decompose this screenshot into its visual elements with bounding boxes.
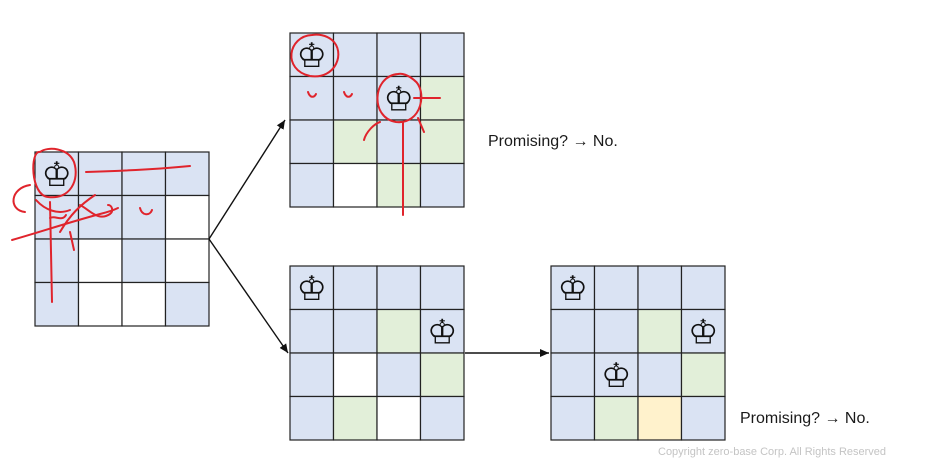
- board-cell-branch-b-next-r1c0: [550, 308, 596, 354]
- board-cell-branch-a-r0c2: [376, 32, 422, 78]
- chess-king-icon: ♔: [297, 269, 327, 309]
- board-cell-branch-b-r3c0: [289, 395, 335, 441]
- chess-king-icon: ♔: [688, 312, 718, 352]
- board-branch-b: ♔♔: [289, 265, 465, 441]
- board-cell-branch-b-r0c2: [376, 265, 422, 311]
- board-cell-branch-a-r0c3: [419, 32, 465, 78]
- board-cell-branch-b-r1c3: [419, 308, 465, 354]
- board-cell-branch-a-r2c1: [332, 119, 378, 165]
- chess-king-icon: ♔: [42, 155, 72, 195]
- board-cell-branch-b-next-r0c1: [593, 265, 639, 311]
- board-cell-branch-b-next-r2c0: [550, 352, 596, 398]
- board-cell-branch-b-next-r3c2: [637, 395, 683, 441]
- promising-label-branch-b-next: Promising? → No.: [740, 410, 870, 427]
- board-cell-initial-r2c3: [164, 238, 210, 284]
- board-cell-branch-b-next-r0c2: [637, 265, 683, 311]
- board-cell-branch-b-next-r0c3: [680, 265, 726, 311]
- board-cell-branch-b-next-r2c2: [637, 352, 683, 398]
- board-cell-branch-a-r3c0: [289, 162, 335, 208]
- arrow-to-branch-b: [208, 238, 289, 354]
- handwritten-annotations-branch-a: [290, 33, 441, 216]
- board-cell-branch-b-r2c0: [289, 352, 335, 398]
- board-cell-initial-r2c1: [77, 238, 123, 284]
- board-cell-branch-b-r1c2: [376, 308, 422, 354]
- board-cell-branch-a-r3c3: [419, 162, 465, 208]
- promising-label-branch-a: Promising? → No.: [488, 133, 618, 150]
- copyright-notice: Copyright zero-base Corp. All Rights Res…: [658, 446, 887, 458]
- board-cell-branch-a-r2c3: [419, 119, 465, 165]
- board-cell-initial-r0c3: [164, 151, 210, 197]
- board-cell-initial-r3c1: [77, 281, 123, 327]
- board-branch-a: ♔♔: [289, 32, 465, 208]
- board-cell-initial-r2c2: [121, 238, 167, 284]
- board-cell-branch-a-r3c2: [376, 162, 422, 208]
- board-cell-branch-a-r1c0: [289, 75, 335, 121]
- chess-king-icon: ♔: [384, 79, 414, 119]
- board-cell-branch-b-r0c1: [332, 265, 378, 311]
- board-cell-branch-b-next-r3c3: [680, 395, 726, 441]
- chess-king-icon: ♔: [297, 36, 327, 76]
- board-cell-branch-b-next-r3c0: [550, 395, 596, 441]
- board-cell-initial-r1c2: [121, 194, 167, 240]
- board-cell-branch-b-r3c1: [332, 395, 378, 441]
- board-cell-branch-b-next-r2c3: [680, 352, 726, 398]
- handwritten-annotations-initial: [11, 147, 191, 303]
- board-cell-initial-r0c2: [121, 151, 167, 197]
- board-cell-initial-r3c0: [34, 281, 80, 327]
- board-cell-branch-b-next-r1c3: [680, 308, 726, 354]
- board-cell-initial-r3c2: [121, 281, 167, 327]
- board-cell-branch-b-r3c3: [419, 395, 465, 441]
- board-cell-branch-b-next-r1c2: [637, 308, 683, 354]
- board-cell-branch-b-r0c3: [419, 265, 465, 311]
- board-cell-initial-r2c0: [34, 238, 80, 284]
- board-cell-branch-b-r2c3: [419, 352, 465, 398]
- board-cell-branch-b-r2c2: [376, 352, 422, 398]
- board-cell-branch-b-next-r1c1: [593, 308, 639, 354]
- board-cell-branch-b-next-r3c1: [593, 395, 639, 441]
- board-cell-branch-b-r1c1: [332, 308, 378, 354]
- board-initial: ♔: [34, 151, 210, 327]
- chess-king-icon: ♔: [601, 356, 631, 396]
- chess-king-icon: ♔: [558, 269, 588, 309]
- board-cell-branch-a-r2c0: [289, 119, 335, 165]
- chess-king-icon: ♔: [427, 312, 457, 352]
- board-cell-initial-r1c3: [164, 194, 210, 240]
- board-cell-branch-a-r2c2: [376, 119, 422, 165]
- board-cell-branch-a-r1c1: [332, 75, 378, 121]
- arrow-to-branch-a: [208, 119, 286, 240]
- board-branch-b-next: ♔ ♔ ♔: [550, 265, 726, 441]
- board-cell-initial-r3c3: [164, 281, 210, 327]
- board-cell-branch-b-r3c2: [376, 395, 422, 441]
- board-cell-initial-r0c0: [34, 151, 80, 197]
- board-cell-branch-a-r3c1: [332, 162, 378, 208]
- board-cell-branch-a-r0c1: [332, 32, 378, 78]
- board-cell-initial-r0c1: [77, 151, 123, 197]
- board-cell-branch-b-r2c1: [332, 352, 378, 398]
- board-cell-branch-b-r1c0: [289, 308, 335, 354]
